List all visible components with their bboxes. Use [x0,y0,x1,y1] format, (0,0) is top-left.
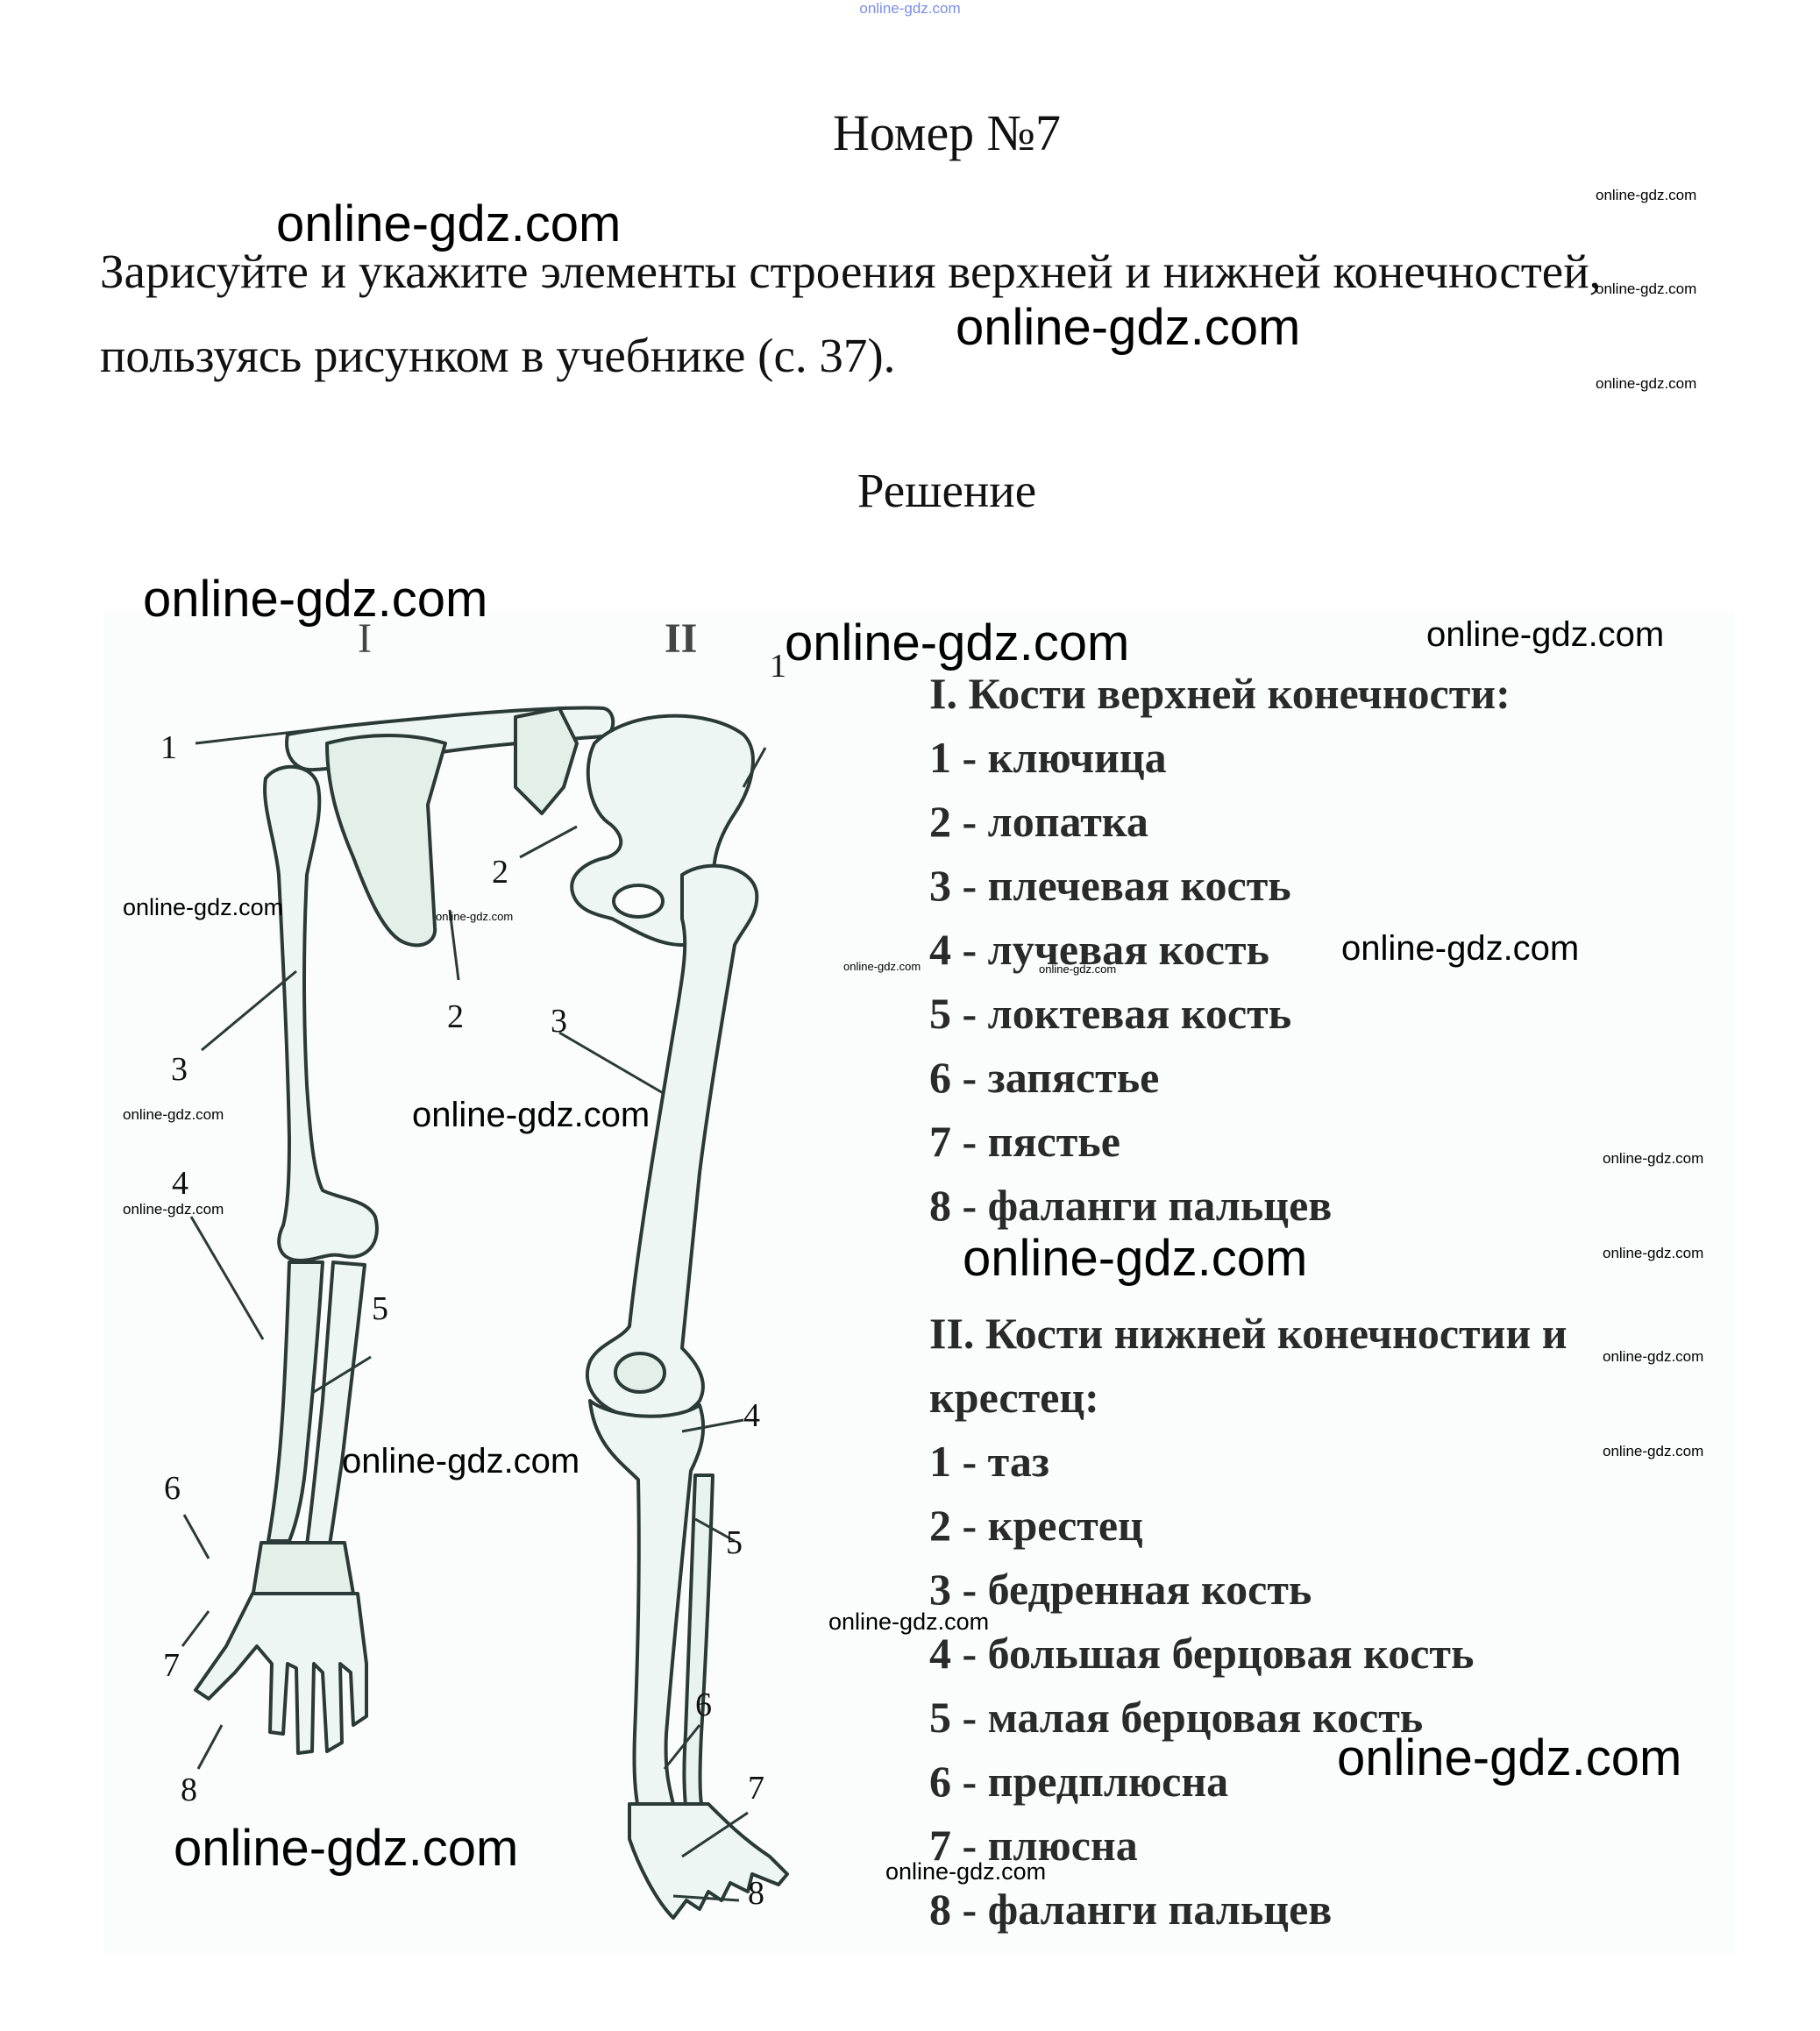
arm-number-2: 2 [447,998,464,1036]
figure-label-II: II [665,614,697,663]
carpals-shape [252,1543,353,1598]
sacrum-shape [515,708,577,813]
legend-lower-item: 8 - фаланги пальцев [929,1878,1568,1942]
watermark: online-gdz.com [1603,1150,1703,1168]
arm-illustration [196,707,613,1753]
legend-lower-item: 2 - крестец [929,1494,1568,1558]
watermark: online-gdz.com [1039,962,1116,976]
solution-heading: Решение [0,463,1820,518]
legend-upper-item: 6 - запястье [929,1046,1568,1110]
watermark: online-gdz.com [174,1819,518,1878]
legend-upper-item: 2 - лопатка [929,790,1568,854]
watermark: online-gdz.com [1426,615,1664,655]
fibula-shape [685,1475,714,1806]
watermark: online-gdz.com [1341,929,1579,969]
watermark: online-gdz.com [1603,1348,1703,1366]
arm-number-4: 4 [172,1164,188,1203]
watermark: online-gdz.com [1603,1443,1703,1460]
legend-upper-item: 7 - пястье [929,1110,1568,1174]
task-line-2: пользуясь рисунком в учебнике (с. 37). [100,314,1766,398]
legend-lower-item: 4 - большая берцовая кость [929,1622,1568,1686]
page-title: Номер №7 [0,103,1820,162]
watermark: online-gdz.com [1596,375,1696,393]
obturator-foramen [614,885,663,917]
arm-number-5: 5 [372,1289,388,1328]
watermark: online-gdz.com [1596,281,1696,298]
legend-lower-title-cont: крестец: [929,1366,1568,1430]
legend-lower-title: II. Кости нижней конечностии и [929,1302,1568,1366]
femur-shape [587,866,757,1420]
watermark: online-gdz.com [963,1229,1307,1288]
leg-number-3: 3 [551,1002,567,1040]
watermark: online-gdz.com [143,570,487,628]
arm-number-6: 6 [164,1469,181,1508]
watermark: online-gdz.com [123,1106,224,1124]
legend-lower-item: 1 - таз [929,1430,1568,1494]
watermark: online-gdz.com [885,1858,1046,1885]
watermark: online-gdz.com [843,960,921,973]
leg-number-6: 6 [695,1686,712,1724]
watermark: online-gdz.com [276,195,621,253]
hand-shape [196,1594,366,1753]
watermark: online-gdz.com [412,1096,650,1135]
legend-upper-item: 5 - локтевая кость [929,982,1568,1046]
legend-lower-item: 3 - бедренная кость [929,1558,1568,1622]
watermark: online-gdz.com [342,1442,579,1481]
patella-shape [615,1353,665,1392]
leg-illustration [515,708,787,1918]
watermark: online-gdz.com [828,1608,989,1636]
leg-number-4: 4 [743,1396,760,1435]
watermark: online-gdz.com [1337,1729,1681,1787]
watermark: online-gdz.com [123,1201,224,1218]
watermark: online-gdz.com [956,298,1300,357]
watermark: online-gdz.com [436,910,513,923]
watermark: online-gdz.com [1596,187,1696,204]
scapula-shape [327,735,445,945]
arm-number-1: 1 [160,728,177,767]
legend-upper-item: 1 - ключица [929,726,1568,790]
watermark: online-gdz.com [123,894,283,921]
leg-number-5: 5 [726,1523,743,1562]
arm-number-8: 8 [181,1771,197,1809]
watermark: online-gdz.com [785,614,1129,672]
legend-upper-item: 3 - плечевая кость [929,854,1568,918]
watermark: online-gdz.com [1603,1245,1703,1262]
leg-number-8: 8 [748,1874,764,1913]
top-watermark: online-gdz.com [0,0,1820,18]
leg-number-7: 7 [748,1769,764,1807]
arm-number-7: 7 [163,1646,180,1685]
leg-number-2: 2 [492,853,508,891]
task-text: Зарисуйте и укажите элементы строения ве… [100,230,1766,398]
arm-number-3: 3 [171,1050,188,1089]
